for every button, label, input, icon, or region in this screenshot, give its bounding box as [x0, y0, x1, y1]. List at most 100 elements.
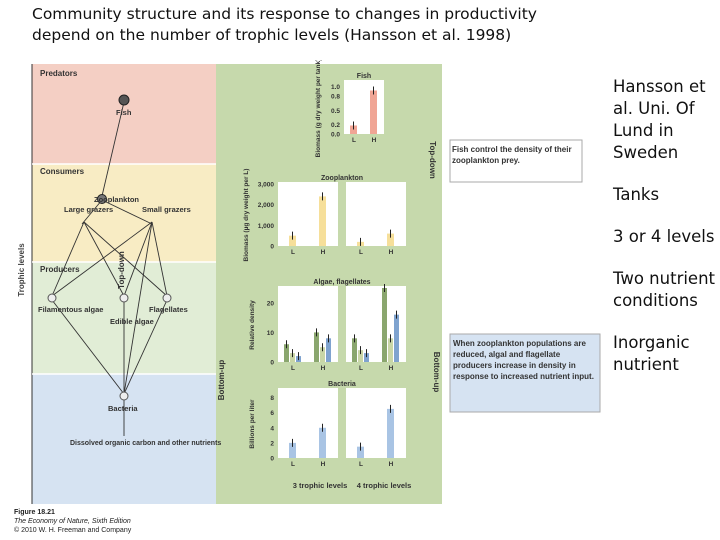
consumers-band	[32, 164, 216, 262]
column-label-4: 4 trophic levels	[357, 481, 412, 490]
bottom-up-right-label: Bottom-up	[432, 352, 441, 393]
level-consumers: Consumers	[40, 167, 85, 176]
zooplankton-node	[97, 194, 107, 204]
bar-charts: Fish 1.0 0.8 0.5 0.2 0.0 Biomass (g dry weight…	[243, 60, 406, 468]
chart-bar	[364, 353, 369, 362]
chart-bar	[319, 427, 326, 458]
chart-panel-bg	[344, 80, 384, 134]
note-3: 3 or 4 levels	[613, 227, 715, 246]
chart-title: Bacteria	[328, 381, 356, 388]
y-tick-label: 20	[267, 300, 275, 307]
y-tick-label: 6	[270, 410, 274, 417]
y-tick-label: 4	[270, 425, 274, 432]
x-tick-label: H	[321, 249, 326, 256]
y-axis-label: Biomass (g dry weight per tank)	[315, 60, 322, 157]
y-tick-label: 0	[270, 456, 274, 463]
zooplankton-node-label: Zooplankton	[94, 195, 139, 204]
top-down-right-label: Top-down	[428, 141, 437, 179]
y-tick-label: 0.0	[331, 132, 340, 139]
figure-caption: Figure 18.21 The Economy of Nature, Sixt…	[14, 508, 131, 535]
note-4: Two nutrient conditions	[613, 269, 716, 310]
x-tick-label: H	[389, 249, 394, 256]
y-tick-label: 2	[270, 440, 274, 447]
y-tick-label: 2,000	[258, 202, 275, 209]
x-tick-label: L	[352, 137, 356, 144]
callout-top-text: Fish control the density of their zoopla…	[452, 145, 572, 165]
chart-title: Fish	[357, 73, 371, 80]
chart-bar	[382, 288, 387, 362]
chart-title: Zooplankton	[321, 175, 363, 182]
callout-bottom-box	[449, 333, 601, 413]
chart-bar	[314, 332, 319, 362]
bacteria-node-label: Bacteria	[108, 404, 138, 413]
chart-bar	[388, 338, 393, 362]
chart-bar	[394, 314, 399, 362]
y-axis-label: Relative density	[249, 300, 256, 350]
callout-top: Fish control the density of their zoopla…	[452, 145, 572, 165]
filamentous-node	[47, 293, 57, 303]
x-tick-label: L	[291, 461, 295, 468]
bottom-up-left-label: Bottom-up	[217, 360, 226, 401]
fish-node-label: Fish	[116, 108, 132, 117]
small-grazers-label: Small grazers	[142, 205, 191, 214]
chart-panel-bg	[278, 182, 338, 246]
food-web-links	[51, 101, 168, 436]
y-axis-label: Biomass (µg dry weight per L)	[243, 169, 250, 262]
y-tick-label: 0.5	[331, 108, 340, 115]
caption-line-2: The Economy of Nature, Sixth Edition	[14, 518, 131, 525]
x-tick-label: L	[359, 365, 363, 372]
fish-node	[118, 94, 130, 106]
note-2: Tanks	[613, 185, 660, 204]
note-5: Inorganic nutrient	[613, 333, 690, 374]
chart-bar	[387, 233, 394, 246]
y-tick-label: 0.8	[331, 94, 340, 101]
callout-top-box	[449, 139, 583, 183]
doc-label: Dissolved organic carbon and other nutri…	[70, 440, 221, 447]
chart-bar	[290, 353, 295, 362]
x-tick-label: H	[389, 365, 394, 372]
chart-bar	[370, 90, 377, 134]
notes-list: Hansson et al. Uni. Of Lund in Sweden Ta…	[613, 76, 720, 396]
chart-bar	[289, 442, 296, 458]
x-tick-label: H	[372, 137, 377, 144]
y-tick-label: 8	[270, 395, 274, 402]
note-1: Hansson et al. Uni. Of Lund in Sweden	[613, 77, 706, 162]
slide-title: Community structure and its response to …	[32, 4, 672, 46]
chart-bar	[350, 125, 357, 134]
flagellates-node	[162, 293, 172, 303]
x-tick-label: H	[389, 461, 394, 468]
large-grazers-label: Large grazers	[64, 205, 113, 214]
edible-node	[119, 293, 129, 303]
chart-bar	[352, 338, 357, 362]
predators-band	[32, 64, 216, 164]
chart-bar	[326, 338, 331, 362]
chart-bar	[289, 235, 296, 246]
y-tick-label: 10	[267, 330, 275, 337]
bacteria-node	[119, 391, 129, 401]
edible-label: Edible algae	[110, 317, 154, 326]
flagellates-label: Flagellates	[149, 305, 188, 314]
y-tick-label: 0.2	[331, 122, 340, 129]
caption-line-3: © 2010 W. H. Freeman and Company	[14, 527, 132, 534]
x-tick-label: L	[291, 249, 295, 256]
top-down-left-label: Top-down	[117, 251, 126, 289]
chart-bar	[284, 344, 289, 362]
chart-bar	[357, 446, 364, 458]
y-tick-label: 1,000	[258, 223, 275, 230]
chart-bar	[358, 350, 363, 362]
chart-bar	[320, 347, 325, 362]
figure-panel: Trophic levels Predators Consumers Produ…	[12, 60, 608, 540]
filamentous-label: Filamentous algae	[38, 305, 103, 314]
title-line-1: Community structure and its response to …	[32, 5, 537, 23]
chart-bar	[387, 408, 394, 458]
figure-svg: Trophic levels Predators Consumers Produ…	[12, 60, 601, 504]
y-tick-label: 0	[270, 244, 274, 251]
y-tick-label: 1.0	[331, 84, 340, 91]
chart-panel-bg	[346, 182, 406, 246]
caption-line-1: Figure 18.21	[14, 509, 55, 516]
level-predators: Predators	[40, 69, 78, 78]
x-tick-label: L	[359, 461, 363, 468]
x-tick-label: L	[291, 365, 295, 372]
y-tick-label: 0	[270, 360, 274, 367]
x-tick-label: H	[321, 461, 326, 468]
